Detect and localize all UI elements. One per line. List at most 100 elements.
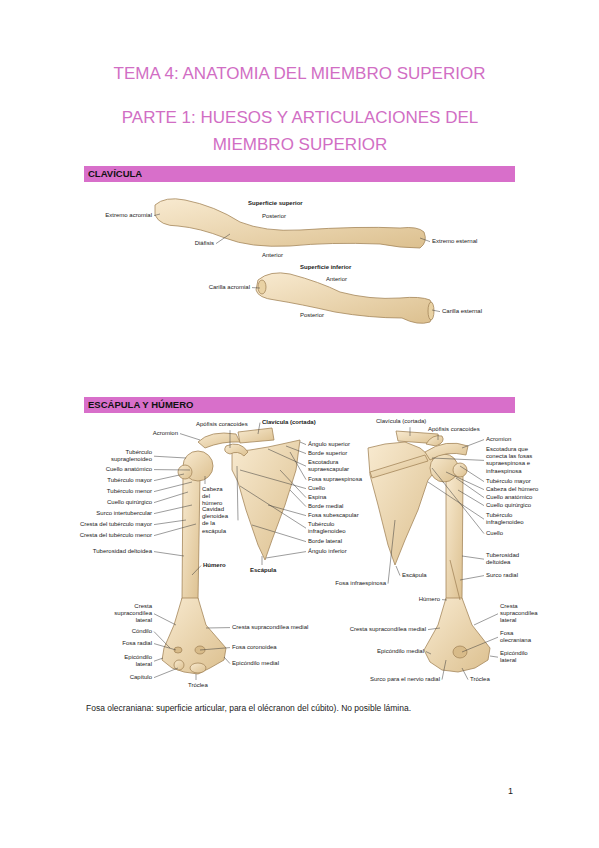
part-label: Espina xyxy=(308,494,326,501)
part-label: Posterior xyxy=(300,312,324,319)
leader-line xyxy=(396,566,400,576)
part-label: Epicóndilo lateral xyxy=(500,650,540,664)
leader-line xyxy=(490,656,498,657)
leader-line xyxy=(456,478,484,498)
leader-line xyxy=(154,456,186,458)
part-label: Escápula xyxy=(250,567,276,574)
part-label: Cóndilo xyxy=(132,628,152,635)
part-label: Tubérculo menor xyxy=(107,488,152,495)
leader-line xyxy=(458,490,484,506)
leader-line xyxy=(268,505,306,516)
part-label: Epicóndilo medial xyxy=(377,648,424,655)
greater-tubercle xyxy=(178,465,192,479)
acromion xyxy=(425,443,468,460)
page-number: 1 xyxy=(508,786,513,797)
part-label: Clavícula (cortada) xyxy=(376,418,426,425)
humerus-distal xyxy=(424,598,490,672)
leader-line xyxy=(462,440,484,448)
leader-line xyxy=(460,576,484,580)
part-label: Surco para el nervio radial xyxy=(370,676,440,683)
clavicle-inferior xyxy=(256,273,433,323)
part-label: Acromion xyxy=(486,436,511,443)
page-subtitle: PARTE 1: HUESOS Y ARTICULACIONES DEL MIE… xyxy=(80,104,520,158)
part-label: Tuberosidad deltoidea xyxy=(486,552,536,566)
part-label: Cuello anatómico xyxy=(106,466,152,473)
leader-line xyxy=(252,525,306,542)
part-label: Escotadura supraescapular xyxy=(308,459,353,473)
leader-line xyxy=(426,652,431,654)
part-label: Cuello xyxy=(486,530,503,537)
part-label: Borde medial xyxy=(308,503,343,510)
part-label: Tróclea xyxy=(470,676,490,683)
part-label: Fosa infraespinosa xyxy=(335,580,386,587)
part-label: Cabeza del húmero xyxy=(486,486,538,493)
acromion xyxy=(198,433,240,448)
part-label: Cresta supracondílea lateral xyxy=(97,603,152,625)
leader-line xyxy=(300,442,306,445)
part-label: Superficie superior xyxy=(248,200,303,207)
part-label: Anterior xyxy=(262,252,283,259)
part-label: Apófisis coracoides xyxy=(196,421,248,428)
leader-line xyxy=(200,648,230,650)
leader-line xyxy=(462,637,498,652)
leader-line xyxy=(154,552,184,556)
humerus-distal xyxy=(162,598,226,674)
leader-line xyxy=(237,466,238,520)
acromial-facet xyxy=(258,280,266,294)
part-label: Capítulo xyxy=(130,674,152,681)
part-label: Cresta supracondílea medial xyxy=(350,626,426,633)
leader-line xyxy=(266,552,306,558)
leader-line xyxy=(196,674,197,680)
leader-line xyxy=(230,430,231,448)
leader-line xyxy=(154,524,196,536)
trochlea xyxy=(190,663,206,673)
part-label: Ángulo inferior xyxy=(308,548,347,555)
part-label: Cuello xyxy=(308,485,325,492)
leader-line xyxy=(154,482,192,492)
leader-line xyxy=(154,668,178,678)
part-label: Fosa radial xyxy=(122,640,152,647)
leader-line xyxy=(224,657,230,664)
section-heading: CLAVÍCULA xyxy=(84,166,515,181)
leader-line xyxy=(432,458,484,460)
section-band: ESCÁPULA Y HÚMERO xyxy=(84,397,515,413)
part-label: Tubérculo infraglenoideo xyxy=(486,512,536,526)
part-label: Fosa coronoidea xyxy=(232,644,277,651)
part-label: Cresta del tubérculo mayor xyxy=(80,521,152,528)
part-label: Superficie inferior xyxy=(300,264,351,271)
part-label: Anterior xyxy=(326,276,347,283)
capitulum xyxy=(174,660,184,670)
part-label: Posterior xyxy=(262,213,286,220)
humerus-shaft xyxy=(446,476,463,600)
leader-line xyxy=(474,614,498,625)
scapular-spine xyxy=(370,455,428,478)
leader-line xyxy=(154,632,170,648)
leader-line xyxy=(154,492,188,503)
part-label: Tróclea xyxy=(188,682,208,689)
leader-line xyxy=(154,520,186,525)
leader-line xyxy=(216,234,230,244)
leader-line xyxy=(154,644,176,650)
part-label: Epicóndilo medial xyxy=(232,660,279,667)
clavicle-cut xyxy=(238,428,274,443)
part-label: Tuberosidad deltoidea xyxy=(93,548,152,555)
part-label: Ángulo superior xyxy=(308,441,350,448)
part-label: Surco radial xyxy=(486,572,518,579)
leader-line xyxy=(180,434,200,440)
part-label: Carilla esternal xyxy=(442,308,482,315)
leader-line xyxy=(205,476,206,484)
part-label: Cresta supracondílea medial xyxy=(232,624,308,631)
part-label: Cavidad glenoidea de la escápula xyxy=(202,506,236,535)
leader-line xyxy=(442,660,446,680)
part-label: Diáfisis xyxy=(195,240,214,247)
leader-line xyxy=(290,490,306,507)
leader-line xyxy=(432,310,440,312)
figure-note: Fosa olecraniana: superficie articular, … xyxy=(86,703,526,713)
part-label: Cabeza del húmero xyxy=(202,486,232,508)
part-label: Húmero xyxy=(419,596,440,603)
part-label: Apófisis coracoides xyxy=(428,426,480,433)
clavicle-superior xyxy=(155,199,425,248)
leader-line xyxy=(154,614,176,625)
leader-line xyxy=(240,470,306,489)
